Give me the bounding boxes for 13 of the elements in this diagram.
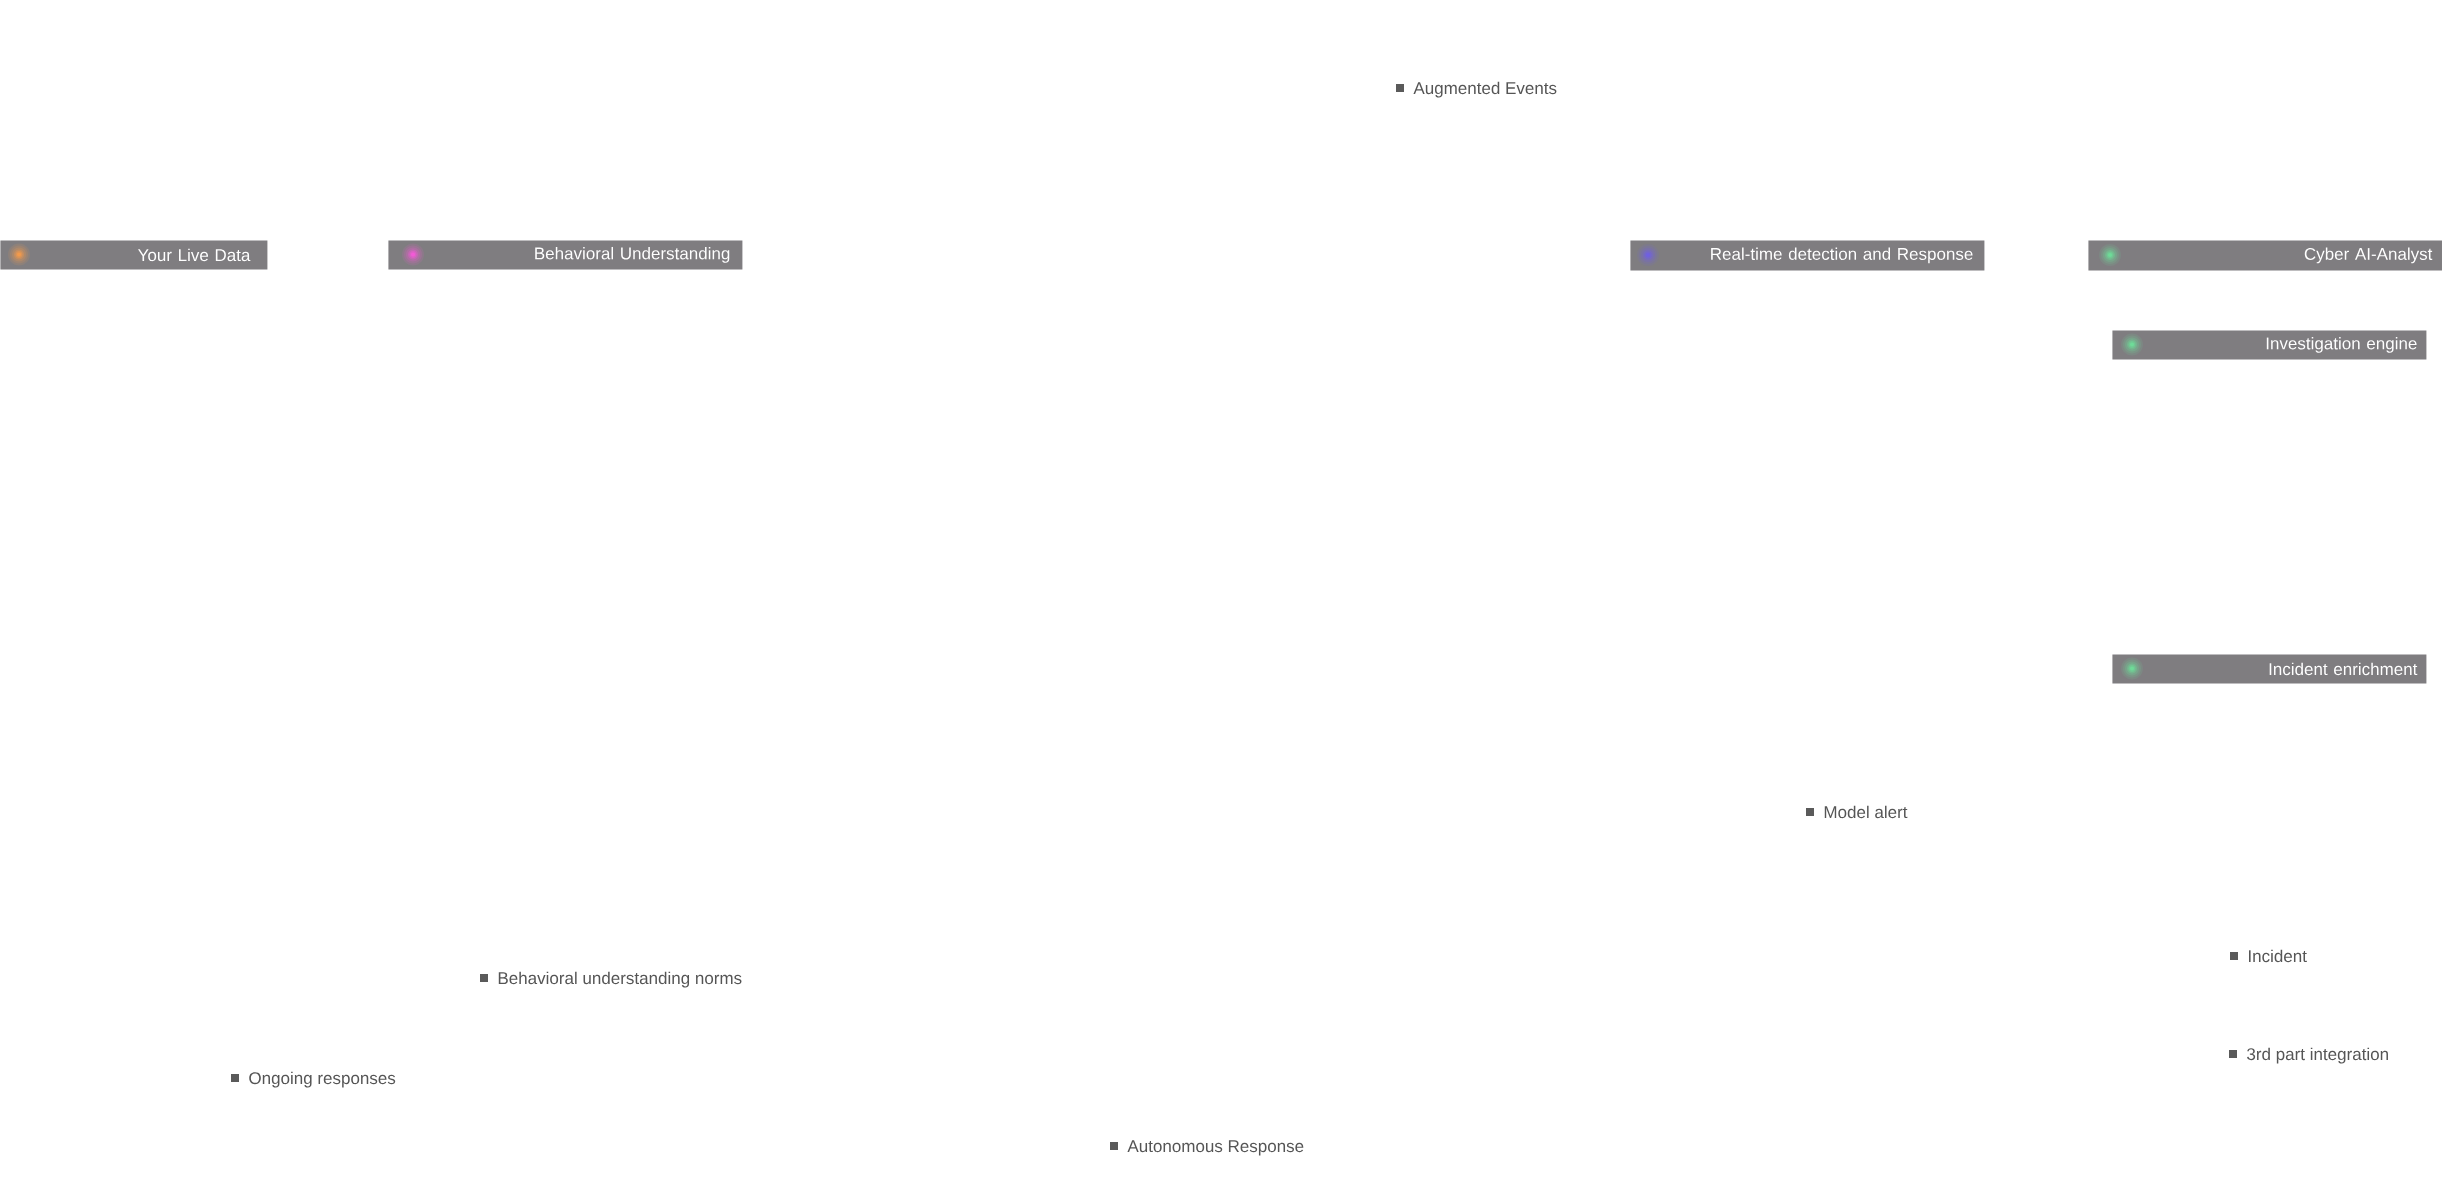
header-bar: Behavioral Understanding bbox=[388, 240, 743, 270]
item-label: Behavioral understanding norms bbox=[498, 971, 742, 988]
header-bar: Your Live Data bbox=[0, 240, 268, 270]
item-label: Augmented Events bbox=[1413, 81, 1557, 98]
item-label: Autonomous Response bbox=[1127, 1140, 1304, 1156]
item-label: Model alert bbox=[1824, 805, 1908, 819]
header-bar: Cyber AI-Analyst bbox=[2088, 240, 2442, 271]
header-bar: Incident enrichment bbox=[2112, 654, 2427, 684]
item-label: Ongoing responses bbox=[249, 1071, 396, 1088]
item-label: Incident bbox=[2249, 949, 2307, 963]
header-bar: Investigation engine bbox=[2112, 330, 2427, 360]
header-bar: Real-time detection and Response bbox=[1630, 240, 1985, 271]
item-label: 3rd part integration bbox=[2247, 1047, 2388, 1064]
